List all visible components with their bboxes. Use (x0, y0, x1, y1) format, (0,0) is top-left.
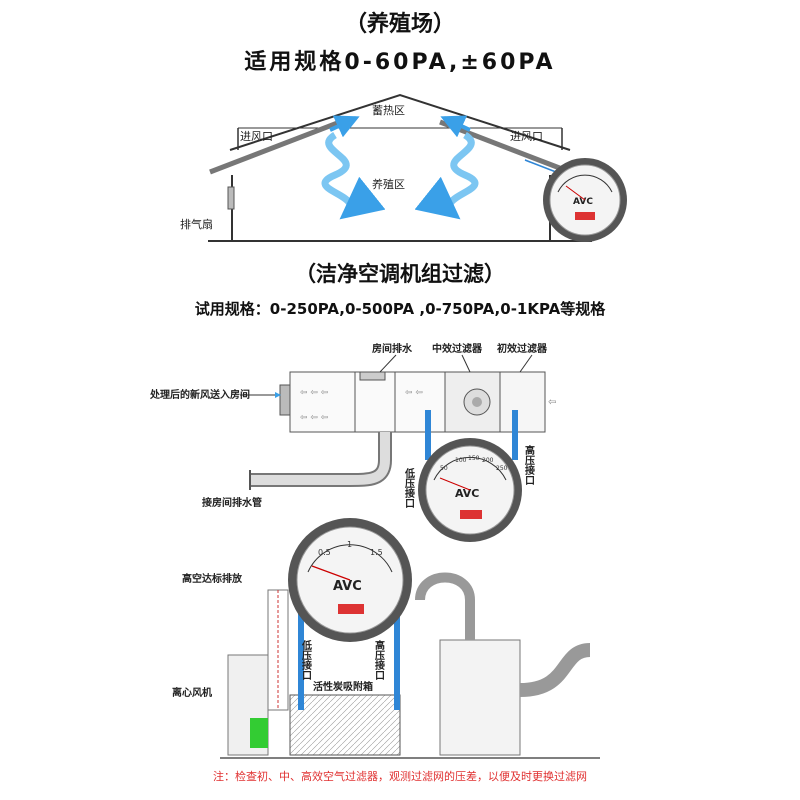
barn-diagram: 蓄热区 进风口 进风口 养殖区 排气扇 AVC (180, 93, 627, 242)
stack-label: 高空达标排放 (182, 572, 243, 585)
gauge-b: 0.5 1 1.5 AVC (288, 518, 412, 642)
gauge-small: AVC (543, 158, 627, 242)
inlet-left-label: 进风口 (240, 130, 273, 143)
primary-filter-label: 初效过滤器 (497, 342, 548, 355)
gauge-small-brand: AVC (573, 197, 593, 207)
svg-text:⇦: ⇦ (548, 397, 556, 408)
high-port-2-label: 高压接口 (373, 639, 385, 680)
gauge-a-tick-2: 100 (455, 457, 467, 464)
ahu-diagram: ⇦ ⇦ ⇦ ⇦ ⇦ ⇦ ⇦ ⇦ ⇦ 房间排水 中效过滤器 初效过滤器 处理后的新… (149, 342, 556, 542)
gauge-a: 50 100 150 200 250 AVC (418, 438, 522, 542)
gauge-b-brand: AVC (333, 579, 362, 594)
gauge-b-tick-2: 1 (347, 540, 352, 549)
high-port-label: 高压接口 (523, 444, 535, 485)
section2-spec: 试用规格：0-250PA,0-500PA ,0-750PA,0-1KPA等规格 (194, 300, 606, 318)
exhaust-fan-label: 排气扇 (180, 217, 213, 231)
inlet-right-label: 进风口 (510, 130, 543, 143)
gauge-a-tick-3: 150 (468, 455, 480, 462)
room-drain-label: 房间排水 (372, 342, 413, 355)
svg-text:⇦ ⇦ ⇦: ⇦ ⇦ ⇦ (300, 388, 328, 398)
gauge-b-tick-1: 0.5 (318, 548, 331, 557)
gauge-a-tick-4: 200 (482, 457, 494, 464)
heat-zone-label: 蓄热区 (372, 104, 405, 117)
svg-text:⇦ ⇦ ⇦: ⇦ ⇦ ⇦ (300, 413, 328, 423)
low-port-label: 低压接口 (403, 467, 416, 508)
low-port-2-label: 低压接口 (300, 639, 313, 680)
footnote: 注：检查初、中、高效空气过滤器，观测过滤网的压差，以便及时更换过滤网 (213, 770, 587, 783)
processed-air-label: 处理后的新风送入房间 (149, 388, 250, 401)
gauge-a-brand: AVC (455, 487, 479, 500)
drain-pipe-label: 接房间排水管 (202, 496, 262, 509)
section2-title: （洁净空调机组过滤） (295, 262, 505, 286)
gauge-a-tick-5: 250 (496, 465, 508, 472)
section1-title: （养殖场） (344, 12, 455, 37)
section1-spec: 适用规格0-60PA,±60PA (244, 50, 556, 75)
gauge-a-tick-1: 50 (440, 465, 448, 472)
fan-label: 离心风机 (172, 686, 212, 699)
svg-text:⇦ ⇦: ⇦ ⇦ (405, 388, 423, 398)
scrubber-diagram: 高空达标排放 离心风机 活性炭吸附箱 低压接口 高压接口 0.5 1 1.5 A… (172, 518, 600, 759)
mid-filter-label: 中效过滤器 (432, 342, 483, 355)
gauge-b-tick-3: 1.5 (370, 548, 383, 557)
carbon-box-label: 活性炭吸附箱 (313, 680, 373, 693)
breed-zone-label: 养殖区 (372, 177, 405, 191)
